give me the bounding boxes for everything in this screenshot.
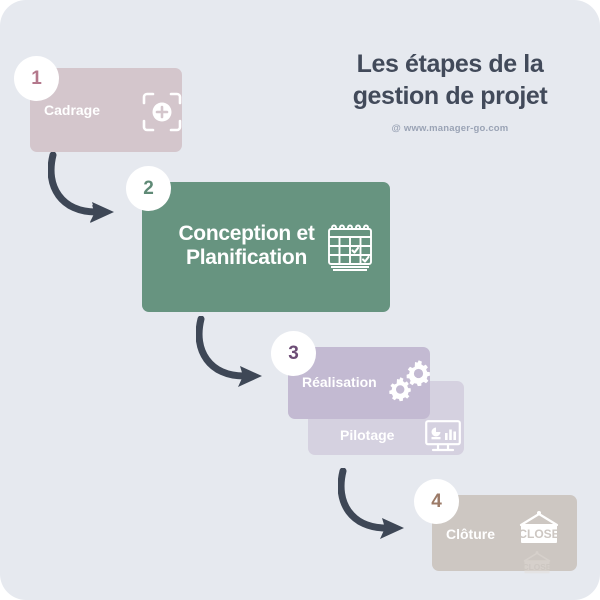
gears-icon <box>389 360 430 402</box>
step-number-badge-2: 2 <box>126 166 171 211</box>
step-label-pilotage: Pilotage <box>340 427 395 443</box>
credit-text: @ www.manager-go.com <box>391 123 509 134</box>
page-title-line-1: Les étapes de la <box>356 50 544 78</box>
step-label-cadrage: Cadrage <box>44 102 101 118</box>
step-label-conception-planification: Conception et Planification <box>178 222 315 270</box>
close-sign-text: CLOSE <box>518 527 559 541</box>
step-number-badge-1: 1 <box>14 56 59 101</box>
close-sign-icon-shadow: CLOSE <box>523 551 552 574</box>
close-sign-shadow-text: CLOSE <box>523 562 552 572</box>
step-box-conception-planification: Conception et Planification <box>142 182 390 312</box>
arrow-step1-to-step2 <box>48 152 114 223</box>
step-number-badge-3: 3 <box>271 331 316 376</box>
close-sign-icon: CLOSE <box>518 511 560 543</box>
arrow-step2-to-step3 <box>196 316 262 387</box>
step-label-realisation: Réalisation <box>302 374 377 390</box>
page-title-line-2: gestion de projet <box>352 82 548 110</box>
focus-target-plus-icon <box>142 92 182 132</box>
step-label-cloture: Clôture <box>446 526 495 542</box>
monitor-chart-icon <box>425 420 461 452</box>
calendar-check-icon <box>328 224 372 271</box>
title-block: Les étapes de la gestion de projet @ www… <box>320 48 580 134</box>
arrow-step3-to-step4 <box>338 468 404 539</box>
step-number-badge-4: 4 <box>414 479 459 524</box>
